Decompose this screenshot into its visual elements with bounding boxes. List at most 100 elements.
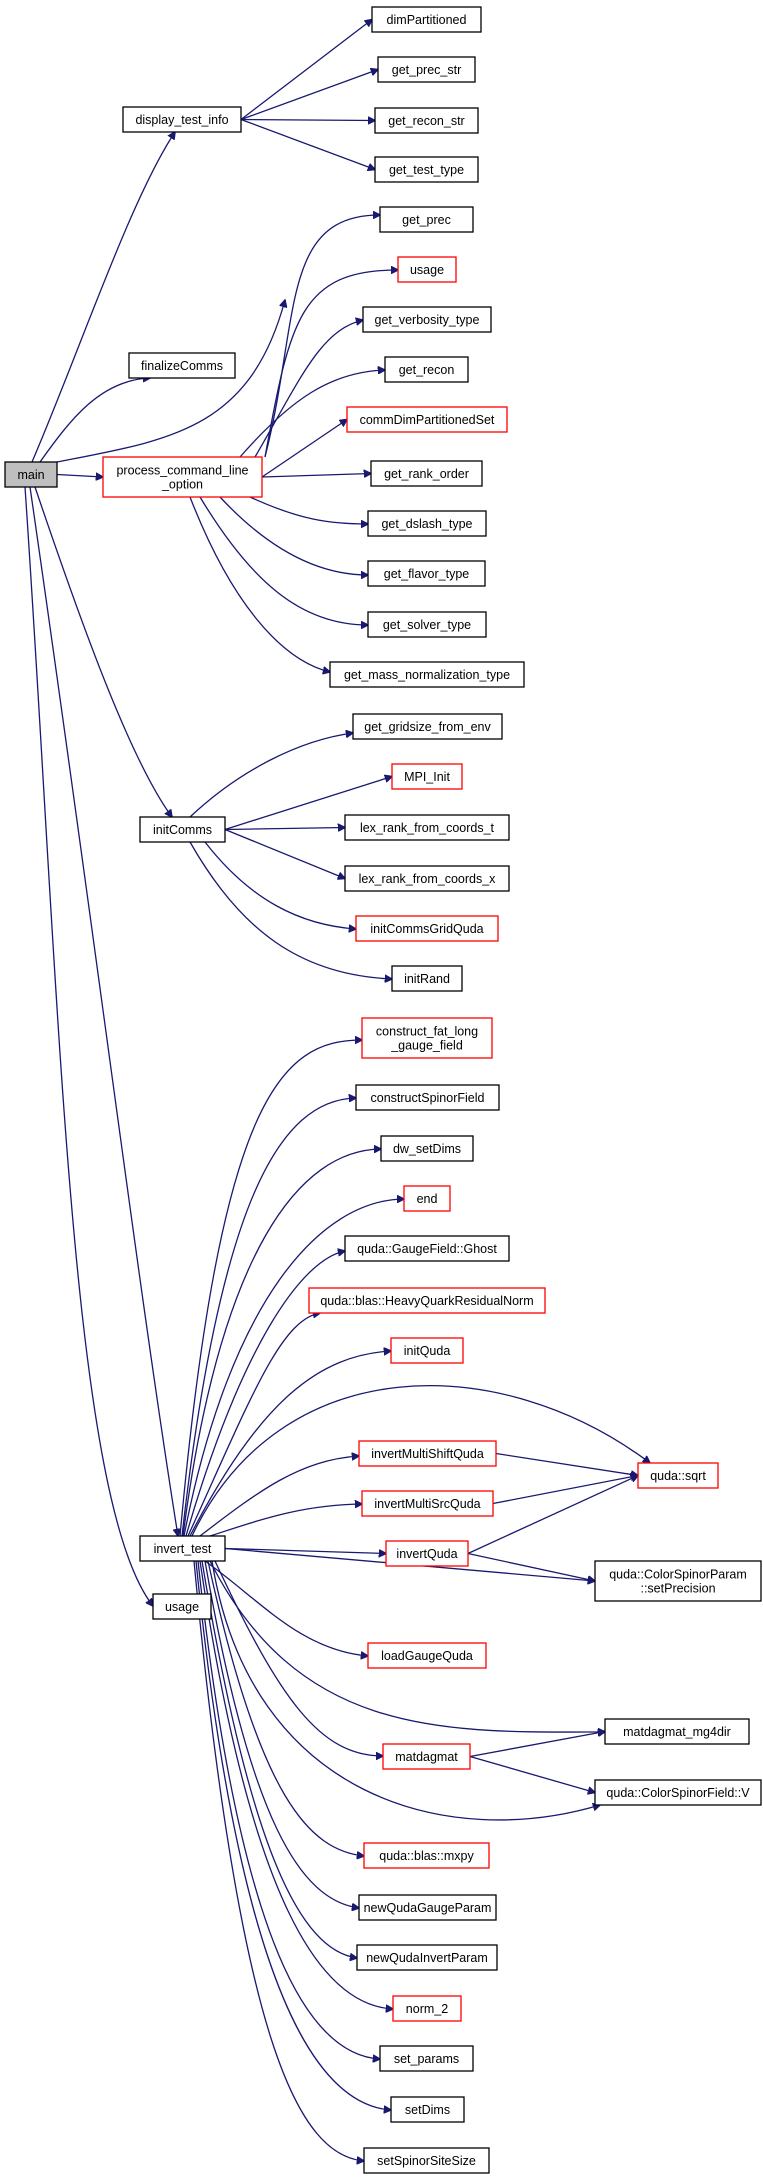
node-box	[344, 1235, 510, 1262]
node-invert-quda[interactable]: invertQuda	[385, 1540, 469, 1567]
node-dw-set-dims[interactable]: dw_setDims	[380, 1135, 474, 1162]
node-dim-partitioned[interactable]: dimPartitioned	[371, 6, 482, 33]
node-process-command-line-option[interactable]: process_command_line_option	[102, 456, 263, 498]
node-invert-multi-src-quda[interactable]: invertMultiSrcQuda	[361, 1490, 494, 1517]
node-label: matdagmat_mg4dir	[623, 1725, 731, 1739]
node-box	[367, 560, 486, 587]
node-set-params[interactable]: set_params	[379, 2045, 474, 2072]
node-usage-b[interactable]: usage	[152, 1593, 212, 1620]
node-init-quda[interactable]: initQuda	[390, 1337, 464, 1364]
node-label: get_flavor_type	[384, 567, 470, 581]
edge-main-to-display-test-info	[31, 132, 175, 463]
node-get-solver-type[interactable]: get_solver_type	[367, 611, 487, 638]
node-matdagmat-mg4dir[interactable]: matdagmat_mg4dir	[604, 1718, 750, 1745]
node-box	[358, 1440, 497, 1467]
node-label: newQudaInvertParam	[366, 1951, 488, 1965]
node-set-spinor-site-size[interactable]: setSpinorSiteSize	[363, 2147, 490, 2174]
node-lex-rank-from-coords-x[interactable]: lex_rank_from_coords_x	[344, 865, 510, 892]
node-label: display_test_info	[135, 113, 228, 127]
node-end[interactable]: end	[403, 1185, 451, 1212]
edge-invert-test-to-color-spinor-field-v	[211, 1560, 600, 1821]
node-label: newQudaGaugeParam	[364, 1901, 492, 1915]
node-init-rand[interactable]: initRand	[391, 965, 463, 992]
node-invert-test[interactable]: invert_test	[139, 1535, 226, 1562]
node-box	[139, 816, 226, 843]
node-label: MPI_Init	[404, 770, 450, 784]
node-comm-dim-partitioned-set[interactable]: commDimPartitionedSet	[346, 406, 508, 433]
node-init-comms[interactable]: initComms	[139, 816, 226, 843]
edge-init-comms-to-lex-rank-from-coords-x	[224, 828, 345, 879]
edge-invert-test-to-matdagmat	[214, 1560, 383, 1756]
node-get-prec[interactable]: get_prec	[379, 206, 474, 233]
node-invert-multi-shift-quda[interactable]: invertMultiShiftQuda	[358, 1440, 497, 1467]
node-load-gauge-quda[interactable]: loadGaugeQuda	[367, 1642, 487, 1669]
node-label: finalizeComms	[141, 359, 223, 373]
edge-process-command-line-option-to-get-dslash-type	[249, 496, 368, 524]
edge-display-test-info-to-dim-partitioned	[240, 20, 372, 121]
edge-main-to-get-prec	[56, 300, 285, 463]
node-construct-spinor-field[interactable]: constructSpinorField	[355, 1084, 500, 1111]
node-box	[392, 1995, 462, 2022]
node-matdagmat[interactable]: matdagmat	[382, 1743, 471, 1770]
node-quda-sqrt[interactable]: quda::sqrt	[637, 1462, 719, 1489]
node-box	[4, 461, 58, 488]
edge-matdagmat-to-matdagmat-mg4dir	[469, 1732, 605, 1758]
node-norm-2[interactable]: norm_2	[392, 1995, 462, 2022]
node-gauge-field-ghost[interactable]: quda::GaugeField::Ghost	[344, 1235, 510, 1262]
edge-init-comms-to-mpi-init	[224, 777, 392, 831]
node-color-spinor-field-v[interactable]: quda::ColorSpinorField::V	[594, 1779, 762, 1806]
edge-invert-test-to-heavy-quark-residual-norm	[187, 1313, 320, 1537]
edge-invert-test-to-norm-2	[199, 1560, 393, 2009]
node-box	[390, 1337, 464, 1364]
node-new-quda-invert-param[interactable]: newQudaInvertParam	[356, 1944, 498, 1971]
node-label: quda::ColorSpinorField::V	[606, 1786, 750, 1800]
edge-display-test-info-to-get-prec-str	[240, 70, 378, 121]
node-label: setSpinorSiteSize	[377, 2154, 476, 2168]
node-get-mass-normalization-type[interactable]: get_mass_normalization_type	[329, 661, 525, 688]
edge-invert-multi-shift-quda-to-quda-sqrt	[495, 1452, 638, 1476]
edge-display-test-info-to-get-recon-str	[240, 120, 375, 121]
node-init-comms-grid-quda[interactable]: initCommsGridQuda	[355, 915, 499, 942]
edge-invert-test-to-set-dims	[195, 1560, 391, 2110]
edge-invert-test-to-quda-sqrt	[191, 1385, 650, 1537]
node-label: get_recon_str	[388, 114, 464, 128]
node-display-test-info[interactable]: display_test_info	[122, 106, 242, 133]
node-get-flavor-type[interactable]: get_flavor_type	[367, 560, 486, 587]
node-blas-mxpy[interactable]: quda::blas::mxpy	[363, 1842, 490, 1869]
node-get-test-type[interactable]: get_test_type	[374, 156, 479, 183]
node-set-dims[interactable]: setDims	[390, 2096, 465, 2123]
edge-init-comms-to-init-comms-grid-quda	[204, 841, 356, 929]
edge-invert-quda-to-quda-sqrt	[467, 1476, 638, 1555]
node-box	[384, 356, 469, 383]
node-lex-rank-from-coords-t[interactable]: lex_rank_from_coords_t	[344, 814, 510, 841]
node-get-recon-str[interactable]: get_recon_str	[374, 107, 479, 134]
node-label: norm_2	[406, 2002, 448, 2016]
node-get-rank-order[interactable]: get_rank_order	[370, 460, 483, 487]
node-usage-a[interactable]: usage	[397, 256, 457, 283]
edge-invert-test-to-new-quda-gauge-param	[204, 1560, 359, 1908]
node-box	[370, 460, 483, 487]
node-box	[355, 1084, 500, 1111]
node-new-quda-gauge-param[interactable]: newQudaGaugeParam	[358, 1894, 497, 1921]
node-main[interactable]: main	[4, 461, 58, 488]
edge-invert-test-to-gauge-field-ghost	[185, 1251, 345, 1537]
edge-invert-test-to-invert-multi-src-quda	[209, 1504, 362, 1537]
node-construct-fat-long-gauge-field[interactable]: construct_fat_long_gauge_field	[361, 1017, 493, 1059]
edge-process-command-line-option-to-comm-dim-partitioned-set	[261, 420, 347, 478]
node-finalize-comms[interactable]: finalizeComms	[128, 352, 236, 379]
node-get-dslash-type[interactable]: get_dslash_type	[367, 510, 487, 537]
node-set-precision[interactable]: quda::ColorSpinorParam::setPrecision	[594, 1560, 762, 1602]
edge-invert-test-to-set-params	[197, 1560, 380, 2059]
node-label: quda::GaugeField::Ghost	[357, 1242, 497, 1256]
node-get-gridsize-from-env[interactable]: get_gridsize_from_env	[352, 713, 503, 740]
node-heavy-quark-residual-norm[interactable]: quda::blas::HeavyQuarkResidualNorm	[308, 1287, 546, 1314]
node-get-prec-str[interactable]: get_prec_str	[377, 56, 476, 83]
node-label: quda::blas::mxpy	[379, 1849, 474, 1863]
node-get-recon[interactable]: get_recon	[384, 356, 469, 383]
node-get-verbosity-type[interactable]: get_verbosity_type	[362, 306, 492, 333]
node-box	[308, 1287, 546, 1314]
node-box	[363, 1842, 490, 1869]
node-mpi-init[interactable]: MPI_Init	[391, 763, 463, 790]
node-label: invertMultiSrcQuda	[374, 1497, 480, 1511]
node-label: quda::blas::HeavyQuarkResidualNorm	[320, 1294, 533, 1308]
